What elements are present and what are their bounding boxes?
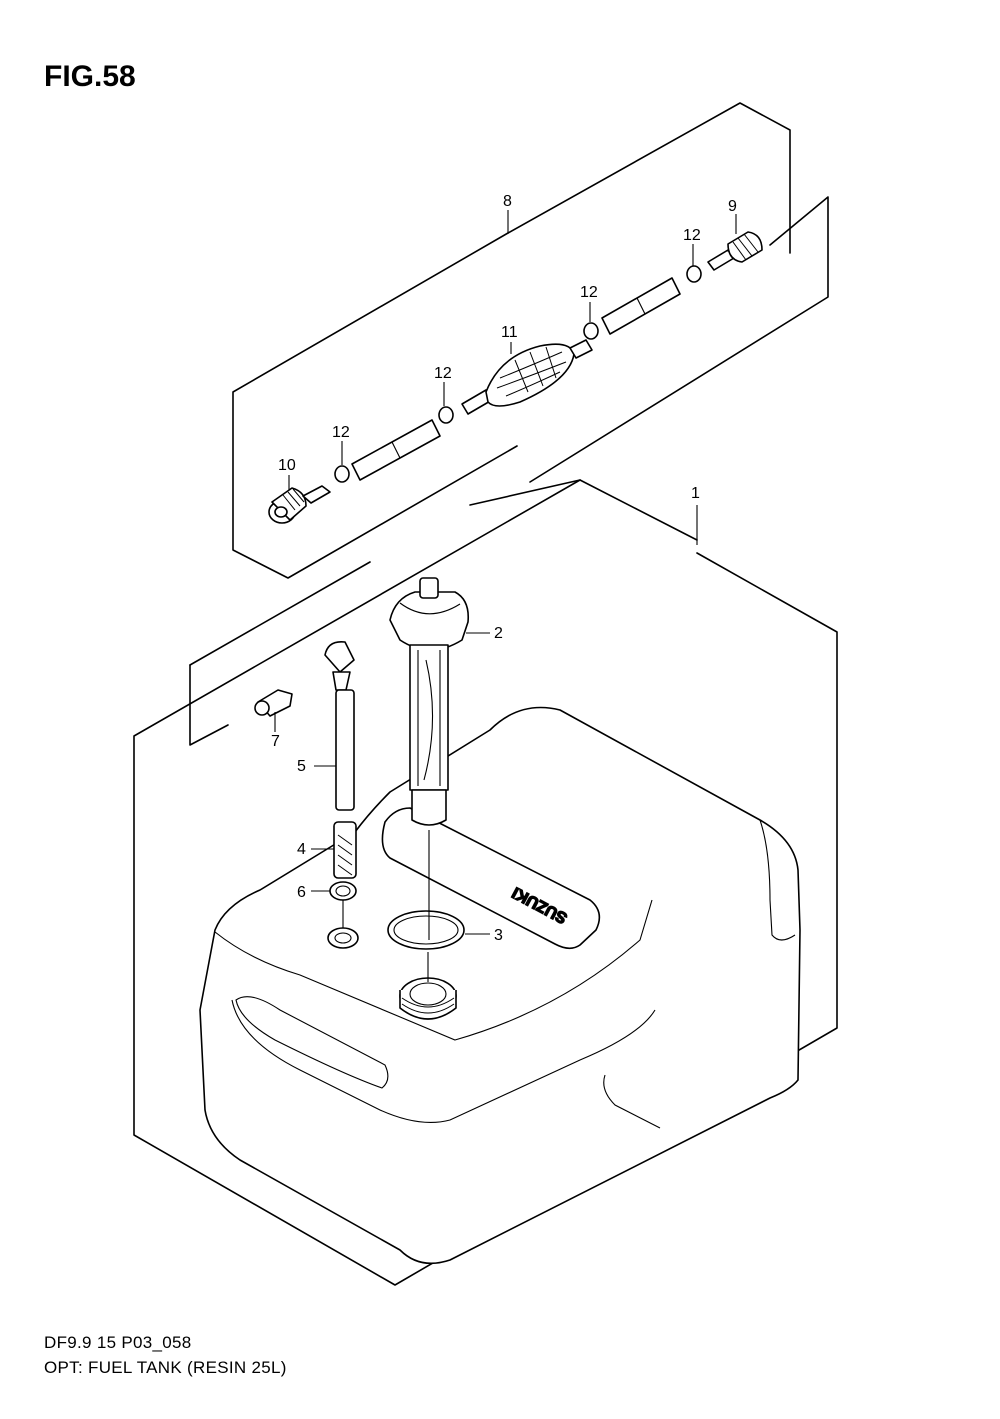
- fuel-gauge-part: [389, 577, 470, 940]
- tank-assembly-frame: [133, 479, 838, 1286]
- primer-bulb-part: [461, 339, 593, 415]
- figure-title: FIG.58: [44, 60, 136, 93]
- callout-8: 8: [503, 193, 512, 210]
- callout-10: 10: [278, 457, 296, 474]
- hose-clamp-part: [334, 265, 702, 483]
- callout-12-clamp: 12: [683, 227, 701, 244]
- oring-part: [387, 910, 465, 950]
- callout-3: 3: [494, 927, 503, 944]
- fuel-hose-part: [351, 277, 681, 481]
- vent-tube-part: [324, 640, 355, 811]
- plug-part: [254, 689, 293, 717]
- tank-fitting-part: [327, 927, 359, 949]
- callout-4: 4: [297, 841, 306, 858]
- callout-11: 11: [501, 324, 518, 341]
- filler-neck-part: [399, 977, 457, 1020]
- connector-engine-side-part: [268, 485, 331, 524]
- tank-logo-panel: SUZUKI: [381, 807, 601, 950]
- connector-tank-side-part: [707, 231, 763, 271]
- figure-description: OPT: FUEL TANK (RESIN 25L): [44, 1358, 287, 1377]
- callout-2: 2: [494, 625, 503, 642]
- callout-12-clamp: 12: [434, 365, 452, 382]
- callout-labels: 1 2 3 4 5 6 7 8 9 10 11 12 12 12 12: [271, 193, 737, 944]
- gasket-part: [329, 881, 357, 901]
- fuel-tank-part: [199, 706, 801, 1265]
- leader-lines: [274, 210, 737, 982]
- callout-5: 5: [297, 758, 306, 775]
- strainer-part: [333, 821, 357, 879]
- figure-code: DF9.9 15 P03_058: [44, 1333, 192, 1352]
- callout-6: 6: [297, 884, 306, 901]
- callout-9: 9: [728, 198, 737, 215]
- callout-1: 1: [691, 485, 700, 502]
- callout-7: 7: [271, 733, 280, 750]
- callout-12-clamp: 12: [580, 284, 598, 301]
- hose-assembly-frame: [232, 102, 829, 579]
- callout-12-clamp: 12: [332, 424, 350, 441]
